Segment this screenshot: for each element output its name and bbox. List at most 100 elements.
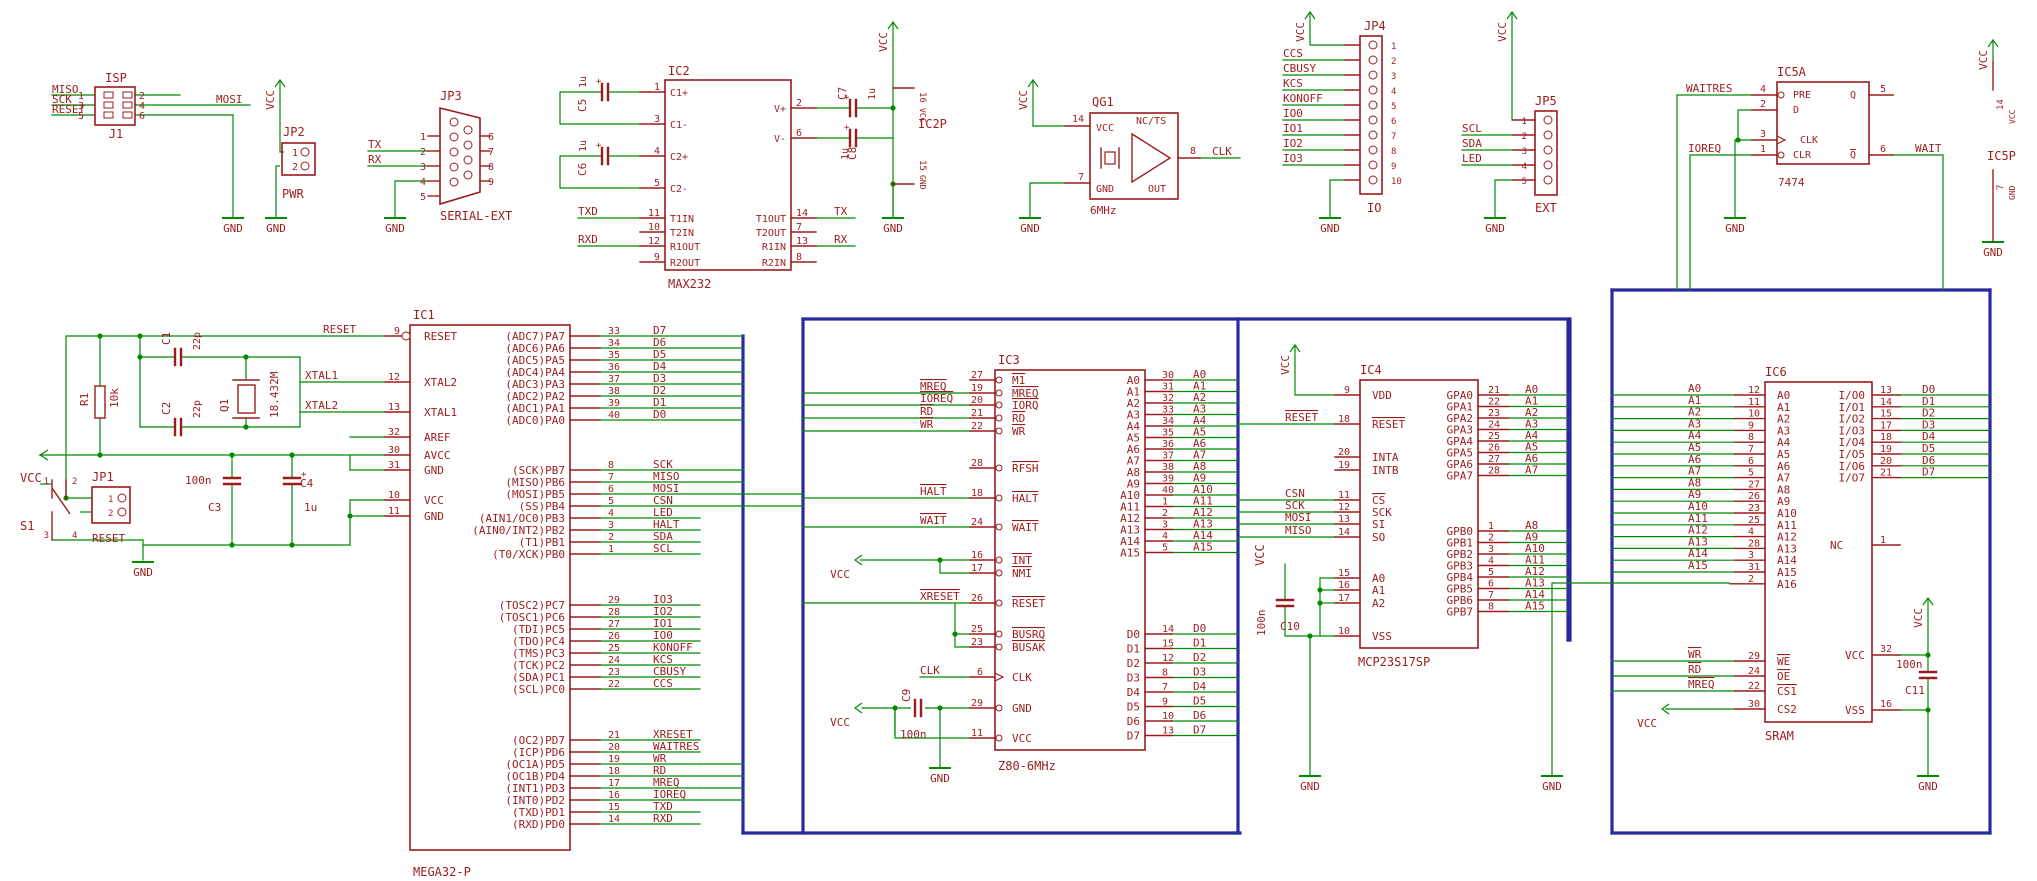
- ic1-pin-label: (SS)PB4: [519, 500, 566, 513]
- net-label: A1: [1525, 395, 1538, 408]
- pin-num: 17: [608, 778, 620, 789]
- ic2-pin-label: R1IN: [762, 242, 786, 253]
- pin-num: 11: [1338, 490, 1350, 501]
- pin-num: 2: [108, 509, 113, 519]
- ic6-pin-label: CS1: [1777, 685, 1797, 698]
- ic1-pin-label: (ADC5)PA5: [505, 354, 565, 367]
- pin-num: 1: [1391, 42, 1396, 52]
- wire: [275, 165, 280, 218]
- ic6-pin-label: A7: [1777, 472, 1790, 485]
- supply-label: GND: [2008, 185, 2017, 200]
- pin-num: 4: [1522, 162, 1527, 172]
- vcc-arrow: [1304, 10, 1316, 20]
- net-label: CBUSY: [653, 665, 686, 678]
- ic1-pin-label: (ADC2)PA2: [505, 390, 565, 403]
- pin-num: 14: [1996, 99, 2006, 110]
- pin-num: 29: [971, 698, 983, 709]
- jp3-title: JP3: [440, 89, 462, 103]
- ic3-name: IC3: [998, 353, 1020, 367]
- ic1-pin-label: XTAL2: [424, 376, 457, 389]
- inverter-bubble: [401, 331, 411, 341]
- pin-num: 4: [1760, 84, 1766, 95]
- ff-pin-label: CLK: [1800, 135, 1818, 146]
- pin-num: 9: [394, 326, 400, 337]
- net-label: A15: [1688, 559, 1708, 572]
- pin-num: 19: [1880, 444, 1892, 455]
- pin-num: 15: [608, 802, 620, 813]
- pin-num: 3: [1162, 520, 1168, 531]
- pin-num: 5: [1522, 177, 1527, 187]
- pin-num: 1: [1760, 144, 1766, 155]
- header-pad: [122, 101, 133, 109]
- wire: [1551, 582, 1730, 776]
- net-label: D6: [653, 336, 666, 349]
- db9-shell: [439, 106, 481, 206]
- pin-num: 5: [420, 192, 426, 203]
- sram-body: [1764, 381, 1873, 723]
- db9-pin: [449, 177, 459, 187]
- ic4-pin-label: GPA0: [1447, 389, 1474, 402]
- pin-num: 36: [608, 362, 620, 373]
- ic6-pin-label: A1: [1777, 401, 1790, 414]
- ic3-pin-label: RESET: [1012, 597, 1045, 610]
- wire: [1029, 182, 1065, 218]
- pin-num: 7: [608, 472, 614, 483]
- header-pin: [1368, 115, 1378, 125]
- pin-num: 15: [917, 160, 927, 171]
- pin-num: 5: [654, 178, 660, 189]
- part-value: 100n: [1255, 610, 1268, 637]
- inverter-bubble: [995, 704, 1003, 712]
- pin-num: 12: [388, 372, 400, 383]
- pin-num: 6: [1488, 579, 1494, 590]
- vcc-arrow: [1660, 703, 1670, 715]
- vcc-arrow: [1987, 38, 1999, 48]
- part-value: 22p: [192, 400, 203, 418]
- net-label: RX: [368, 153, 382, 166]
- ic1-pin-label: (AIN1/OC0)PB3: [479, 512, 565, 525]
- ic6-pin-label: I/O5: [1839, 448, 1866, 461]
- clock-triangle: [1776, 135, 1787, 145]
- inverter-bubble: [995, 643, 1003, 651]
- pin-num: 35: [608, 350, 620, 361]
- ic3-pin-label: D7: [1127, 730, 1140, 743]
- pin-num: 26: [1488, 443, 1500, 454]
- db9-pin: [449, 132, 459, 142]
- pin-num: 2: [608, 532, 614, 543]
- pin-num: 30: [1162, 370, 1174, 381]
- junction-dot: [229, 542, 235, 548]
- ic4-pin-label: A1: [1372, 584, 1385, 597]
- pin-num: 35: [1162, 428, 1174, 439]
- inverter-bubble: [995, 401, 1003, 409]
- pin-num: 8: [1162, 668, 1168, 679]
- inverter-bubble: [995, 376, 1003, 384]
- net-label: D3: [1193, 666, 1206, 679]
- qg1-freq: 6MHz: [1090, 204, 1117, 217]
- pin-num: 1: [1880, 535, 1886, 546]
- qg1-pin-label: NC/TS: [1136, 116, 1166, 127]
- header-pad: [103, 91, 114, 99]
- pin-num: 9: [1344, 385, 1350, 396]
- wire: [1511, 34, 1513, 121]
- header-pin: [1368, 175, 1378, 185]
- ic3-pin-label: INT: [1012, 554, 1032, 567]
- net-label: A10: [1525, 542, 1545, 555]
- header-pad: [122, 111, 133, 119]
- ic6-pin-label: A6: [1777, 460, 1790, 473]
- pin-num: 28: [608, 607, 620, 618]
- net-label: D1: [1922, 395, 1935, 408]
- pin-num: 20: [1338, 447, 1350, 458]
- ic4-pin-label: RESET: [1372, 418, 1405, 431]
- ic1-pin-label: (OC1A)PD5: [505, 758, 565, 771]
- junction-dot: [289, 452, 295, 458]
- ic3-pin-label: D5: [1127, 701, 1140, 714]
- gnd-label: GND: [1918, 780, 1938, 793]
- ic4-pin-label: INTB: [1372, 464, 1399, 477]
- pin-num: 3: [608, 520, 614, 531]
- net-label: A14: [1688, 547, 1708, 560]
- net-label: TX: [834, 205, 848, 218]
- vcc-arrow: [1922, 596, 1934, 606]
- pin-num: 14: [796, 208, 808, 219]
- ic3-pin-label: HALT: [1012, 492, 1039, 505]
- net-label: RESET: [52, 103, 85, 116]
- ic3-pin-label: A1: [1127, 386, 1140, 399]
